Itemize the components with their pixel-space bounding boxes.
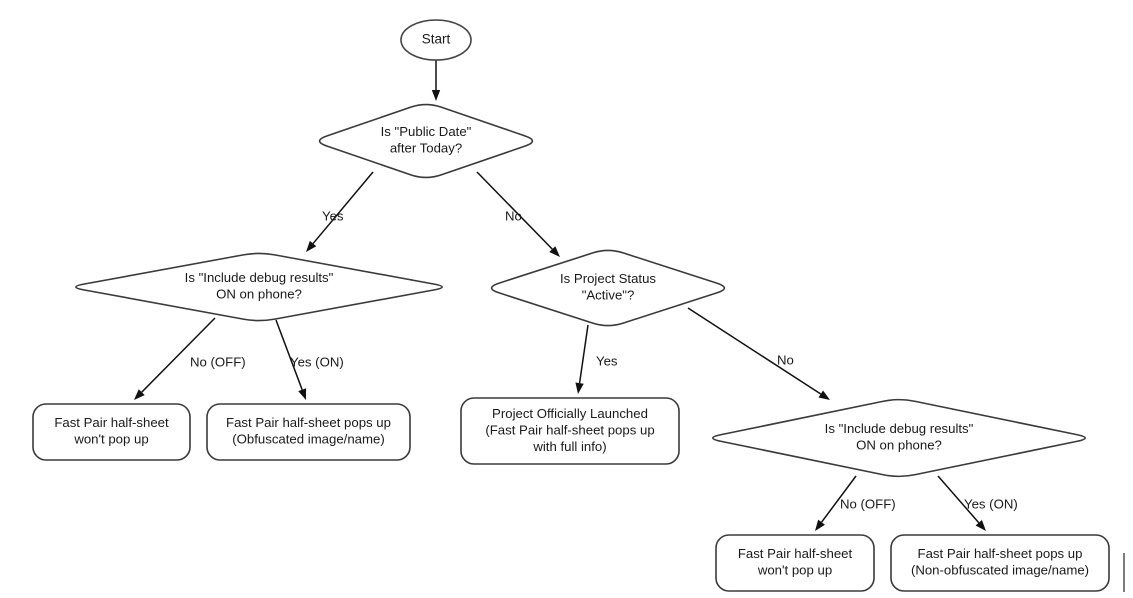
edge-label: Yes bbox=[322, 208, 344, 223]
arrowhead-icon bbox=[975, 519, 986, 531]
node-text-line: won't pop up bbox=[757, 563, 832, 578]
edge-debug-left-yes-on: Yes (ON) bbox=[275, 319, 344, 400]
process-shape bbox=[715, 534, 875, 592]
node-text-line: Is "Public Date" bbox=[381, 124, 472, 139]
decision-shape bbox=[318, 103, 534, 179]
process-shape bbox=[890, 534, 1110, 592]
node-text-line: Fast Pair half-sheet pops up bbox=[226, 415, 391, 430]
node-outcome-officially-launched[interactable]: Project Officially Launched(Fast Pair ha… bbox=[460, 397, 680, 465]
arrowhead-icon bbox=[575, 382, 584, 394]
arrowhead-icon bbox=[815, 519, 825, 531]
edge-project-status-no: No bbox=[687, 307, 830, 400]
edge-line bbox=[141, 317, 216, 393]
edge-project-status-yes: Yes bbox=[575, 324, 618, 394]
node-text-line: ON on phone? bbox=[856, 438, 942, 453]
node-text-line: after Today? bbox=[390, 141, 462, 156]
arrowhead-icon bbox=[134, 389, 145, 400]
node-outcome-obfuscated[interactable]: Fast Pair half-sheet pops up (Obfuscated … bbox=[206, 403, 411, 461]
edge-line bbox=[937, 475, 980, 524]
edge-debug-right-yes-on: Yes (ON) bbox=[937, 475, 1018, 531]
arrowhead-icon bbox=[298, 388, 307, 400]
node-outcome-non-obfuscated[interactable]: Fast Pair half-sheet pops up (Non-obfusca… bbox=[890, 534, 1110, 592]
node-text-line: (Obfuscated image/name) bbox=[232, 432, 384, 447]
decision-shape bbox=[490, 249, 726, 327]
node-text-line: Fast Pair half-sheet bbox=[738, 546, 853, 561]
edge-line bbox=[275, 319, 303, 390]
node-project-status-decision[interactable]: Is Project Status "Active"? bbox=[490, 249, 726, 327]
edge-label: Yes (ON) bbox=[964, 496, 1018, 511]
node-text-line: with full info) bbox=[532, 439, 606, 454]
edge-label: Yes (ON) bbox=[290, 354, 344, 369]
edge-label: No (OFF) bbox=[190, 354, 246, 369]
nodes-layer: Start Is "Public Date" after Today? Is "Inc… bbox=[32, 19, 1110, 592]
edge-start-to-public-date bbox=[431, 60, 441, 101]
edge-label: No (OFF) bbox=[840, 496, 896, 511]
terminator-shape bbox=[400, 19, 472, 61]
node-text-line: (Non-obfuscated image/name) bbox=[911, 563, 1089, 578]
node-public-date-decision[interactable]: Is "Public Date" after Today? bbox=[318, 103, 534, 179]
process-shape bbox=[460, 397, 680, 465]
node-debug-results-decision-left[interactable]: Is "Include debug results" ON on phone? bbox=[75, 252, 443, 322]
node-start[interactable]: Start bbox=[400, 19, 472, 61]
arrowhead-icon bbox=[818, 390, 830, 400]
decision-shape bbox=[712, 398, 1086, 478]
edge-label: Yes bbox=[596, 353, 618, 368]
edge-line bbox=[578, 324, 589, 384]
node-text-line: ON on phone? bbox=[216, 287, 302, 302]
node-text-line: Is "Include debug results" bbox=[825, 421, 974, 436]
edge-debug-right-no-off: No (OFF) bbox=[815, 475, 896, 531]
node-text-line: Is "Include debug results" bbox=[185, 270, 334, 285]
edge-line bbox=[312, 171, 374, 245]
node-text-line: Start bbox=[422, 32, 451, 47]
node-outcome-no-popup-left[interactable]: Fast Pair half-sheet won't pop up bbox=[32, 403, 191, 461]
decision-shape bbox=[75, 252, 443, 322]
edge-public-date-yes: Yes bbox=[306, 171, 374, 252]
node-text-line: Is Project Status bbox=[560, 271, 656, 286]
arrowhead-icon bbox=[431, 90, 441, 101]
edge-line bbox=[687, 307, 822, 395]
edge-public-date-no: No bbox=[476, 171, 560, 257]
arrowhead-icon bbox=[306, 240, 317, 252]
edge-line bbox=[476, 171, 553, 250]
node-text-line: (Fast Pair half-sheet pops up bbox=[485, 422, 654, 437]
node-outcome-no-popup-right[interactable]: Fast Pair half-sheet won't pop up bbox=[715, 534, 875, 592]
arrowhead-icon bbox=[549, 246, 560, 257]
edge-debug-left-no-off: No (OFF) bbox=[134, 317, 246, 400]
node-text-line: Project Officially Launched bbox=[492, 406, 648, 421]
node-text-line: won't pop up bbox=[73, 432, 148, 447]
process-shape bbox=[32, 403, 191, 461]
node-text-line: "Active"? bbox=[582, 288, 635, 303]
edge-label: No bbox=[505, 208, 522, 223]
edge-label: No bbox=[777, 352, 794, 367]
node-text-line: Fast Pair half-sheet bbox=[54, 415, 169, 430]
process-shape bbox=[206, 403, 411, 461]
edge-line bbox=[820, 475, 857, 523]
node-debug-results-decision-right[interactable]: Is "Include debug results" ON on phone? bbox=[712, 398, 1086, 478]
node-text-line: Fast Pair half-sheet pops up bbox=[918, 546, 1083, 561]
